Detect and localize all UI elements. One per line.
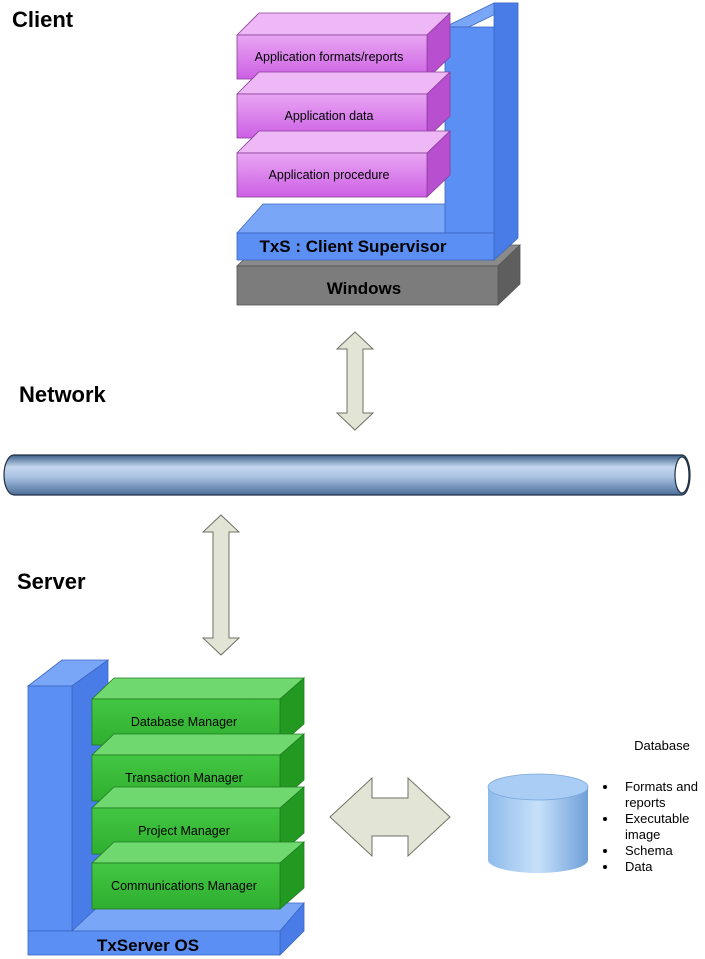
server-module-communications-manager: Communications Manager: [91, 841, 306, 910]
list-item: Executable image: [603, 811, 689, 842]
svg-text:Schema: Schema: [625, 843, 673, 858]
svg-text:Executable: Executable: [625, 811, 689, 826]
server-database-arrow: [329, 776, 451, 858]
network-pipe: [3, 454, 691, 496]
server-module-label: Transaction Manager: [125, 771, 243, 785]
client-layer-label: Application formats/reports: [255, 50, 404, 64]
client-title: Client: [12, 7, 74, 32]
svg-text:image: image: [625, 827, 660, 842]
list-item: Formats and reports: [603, 779, 698, 810]
server-title: Server: [17, 569, 86, 594]
svg-text:Formats and: Formats and: [625, 779, 698, 794]
client-layer-label: Application data: [285, 109, 374, 123]
svg-text:reports: reports: [625, 795, 666, 810]
server-module-label: Project Manager: [138, 824, 230, 838]
server-module-label: Communications Manager: [111, 879, 257, 893]
server-module-label: Database Manager: [131, 715, 237, 729]
database-title: Database: [634, 738, 690, 753]
client-network-arrow: [335, 331, 375, 431]
windows-label: Windows: [327, 279, 401, 298]
server-os-label: TxServer OS: [97, 936, 199, 955]
database-contents-list: Formats and reports Executable image Sch…: [603, 779, 698, 874]
client-layer-data: Application data: [236, 71, 451, 139]
client-supervisor-block: TxS : Client Supervisor: [236, 2, 519, 261]
list-item: Schema: [603, 843, 673, 858]
network-server-arrow: [201, 514, 241, 656]
network-title: Network: [19, 382, 107, 407]
svg-text:Data: Data: [625, 859, 653, 874]
client-layer-formats: Application formats/reports: [236, 12, 451, 80]
list-item: Data: [603, 859, 653, 874]
client-layer-label: Application procedure: [269, 168, 390, 182]
client-supervisor-label: TxS : Client Supervisor: [259, 237, 446, 256]
client-layer-procedure: Application procedure: [236, 130, 451, 198]
database-cylinder-icon: [487, 773, 589, 873]
